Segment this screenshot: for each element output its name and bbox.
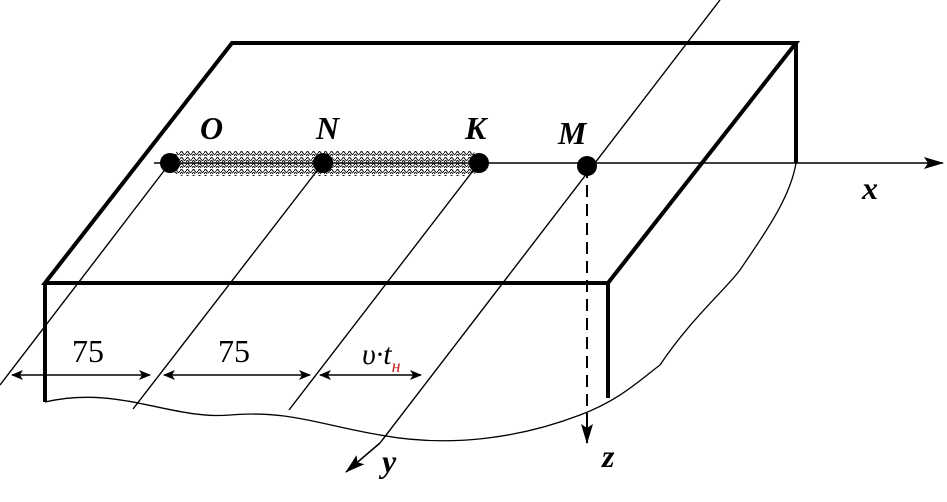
label-point-m: M — [557, 115, 588, 151]
label-axis-y: y — [378, 443, 397, 479]
y-axis — [345, 442, 381, 473]
label-dimension-3-base: υ·t — [362, 338, 392, 371]
point-n — [313, 153, 333, 173]
label-dimension-2: 75 — [218, 333, 250, 369]
point-k — [469, 153, 489, 173]
plate-outline — [40, 41, 801, 402]
oblique-line-k — [288, 162, 480, 411]
oblique-line-m — [379, 0, 721, 444]
label-dimension-3-sub: н — [392, 356, 401, 376]
label-point-o: O — [200, 110, 223, 146]
side-break-line — [659, 162, 797, 366]
oblique-line-n — [132, 162, 324, 410]
label-point-n: N — [315, 110, 341, 146]
point-o — [160, 153, 180, 173]
label-dimension-1: 75 — [72, 333, 104, 369]
oblique-lines — [0, 0, 721, 444]
oblique-line-o — [0, 162, 171, 386]
label-axis-x: x — [861, 170, 878, 206]
label-dimension-3: υ·tн — [362, 338, 401, 376]
front-break-line — [44, 364, 661, 442]
points — [160, 153, 597, 176]
label-axis-z: z — [601, 438, 615, 474]
break-lines — [44, 162, 797, 442]
point-m — [577, 156, 597, 176]
label-point-k: K — [464, 110, 489, 146]
